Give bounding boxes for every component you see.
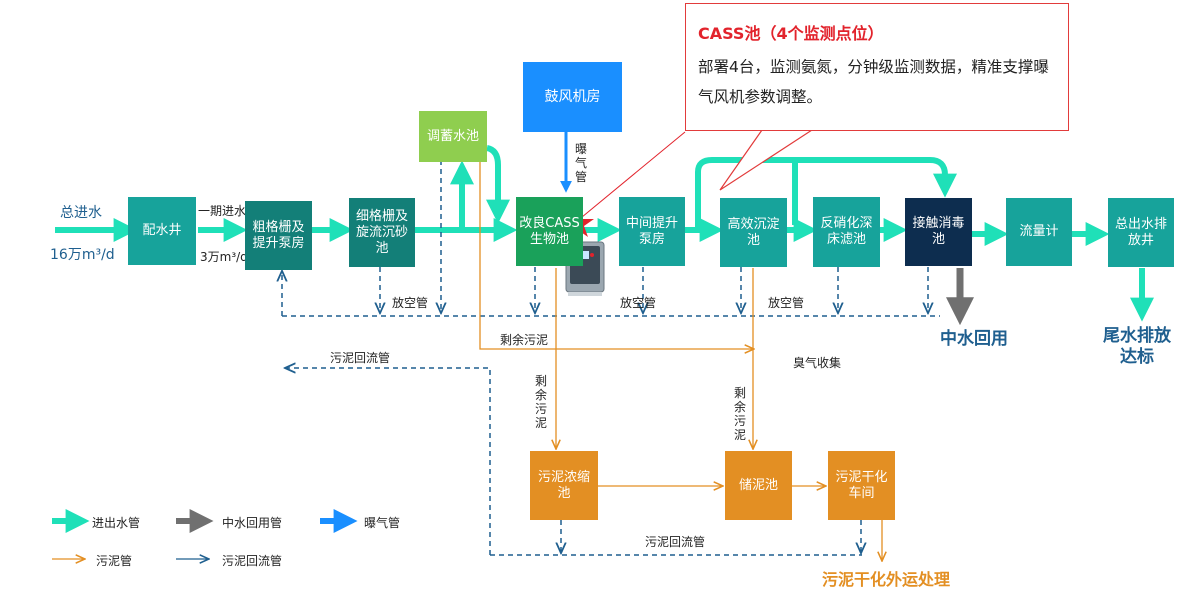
legend (52, 509, 358, 559)
aeration-pipe-label: 曝气管 (574, 142, 587, 184)
node-distribution-well[interactable]: 配水井 (128, 197, 196, 265)
node-sludge-thickener[interactable]: 污泥浓缩池 (530, 451, 598, 520)
odor-collection-label: 臭气收集 (793, 356, 842, 370)
pipe-bypass (695, 157, 957, 230)
node-blower-room[interactable]: 鼓风机房 (523, 62, 622, 132)
node-sludge-drying[interactable]: 污泥干化车间 (828, 451, 895, 520)
node-flow-meter[interactable]: 流量计 (1006, 198, 1072, 266)
phase1-capacity: 3万m³/d (200, 250, 248, 264)
sludge-pipes (479, 160, 882, 560)
excess-sludge-vertical-label-2: 剩余污泥 (733, 386, 746, 442)
sludge-return-label-2: 污泥回流管 (645, 535, 706, 549)
legend-reclaimed-label: 中水回用管 (222, 516, 283, 530)
node-fine-screen[interactable]: 细格栅及旋流沉砂池 (349, 198, 415, 267)
node-intermediate-pump[interactable]: 中间提升泵房 (619, 197, 685, 266)
inflow-capacity: 16万m³/d (50, 247, 115, 263)
reclaimed-water-label: 中水回用 (940, 329, 1008, 349)
callout-body: 部署4台，监测氨氮，分钟级监测数据，精准支撑曝气风机参数调整。 (698, 58, 1049, 106)
callout-title: CASS池（4个监测点位） (698, 24, 884, 43)
node-denitrification-filter[interactable]: 反硝化深床滤池 (813, 197, 880, 267)
excess-sludge-vertical-label-1: 剩余污泥 (534, 374, 547, 430)
pipe-from-regulating (486, 145, 510, 224)
effluent-standard-label: 尾水排放达标 (1103, 326, 1171, 367)
monitoring-callout: CASS池（4个监测点位） 部署4台，监测氨氮，分钟级监测数据，精准支撑曝气风机… (685, 3, 1069, 131)
inflow-label: 总进水 (60, 205, 102, 221)
legend-inout-label: 进出水管 (92, 516, 141, 530)
node-high-efficiency-clarifier[interactable]: 高效沉淀池 (720, 198, 787, 267)
node-coarse-screen[interactable]: 粗格栅及提升泵房 (245, 201, 312, 270)
drain-pipe-label-3: 放空管 (768, 296, 805, 310)
drain-pipe-label-1: 放空管 (392, 296, 429, 310)
sludge-return-pipes (286, 368, 862, 556)
node-disinfection-tank[interactable]: 接触消毒池 (905, 198, 972, 266)
drain-pipes (282, 160, 940, 317)
legend-return-label: 污泥回流管 (222, 554, 283, 568)
sludge-disposal-label: 污泥干化外运处理 (822, 570, 951, 589)
legend-sludge-label: 污泥管 (96, 554, 133, 568)
main-flow-pipes (55, 145, 1154, 322)
drain-pipe-label-2: 放空管 (620, 296, 657, 310)
node-cass-tank[interactable]: 改良CASS生物池 (516, 197, 583, 266)
legend-aeration-label: 曝气管 (364, 516, 401, 530)
node-regulating-tank[interactable]: 调蓄水池 (419, 111, 487, 162)
excess-sludge-label: 剩余污泥 (500, 333, 549, 347)
callout-line (575, 131, 686, 223)
node-outfall-well[interactable]: 总出水排放井 (1108, 198, 1174, 267)
node-sludge-storage[interactable]: 储泥池 (725, 451, 792, 520)
phase1-inflow-label: 一期进水 (198, 204, 247, 218)
sludge-return-label-1: 污泥回流管 (330, 351, 391, 365)
